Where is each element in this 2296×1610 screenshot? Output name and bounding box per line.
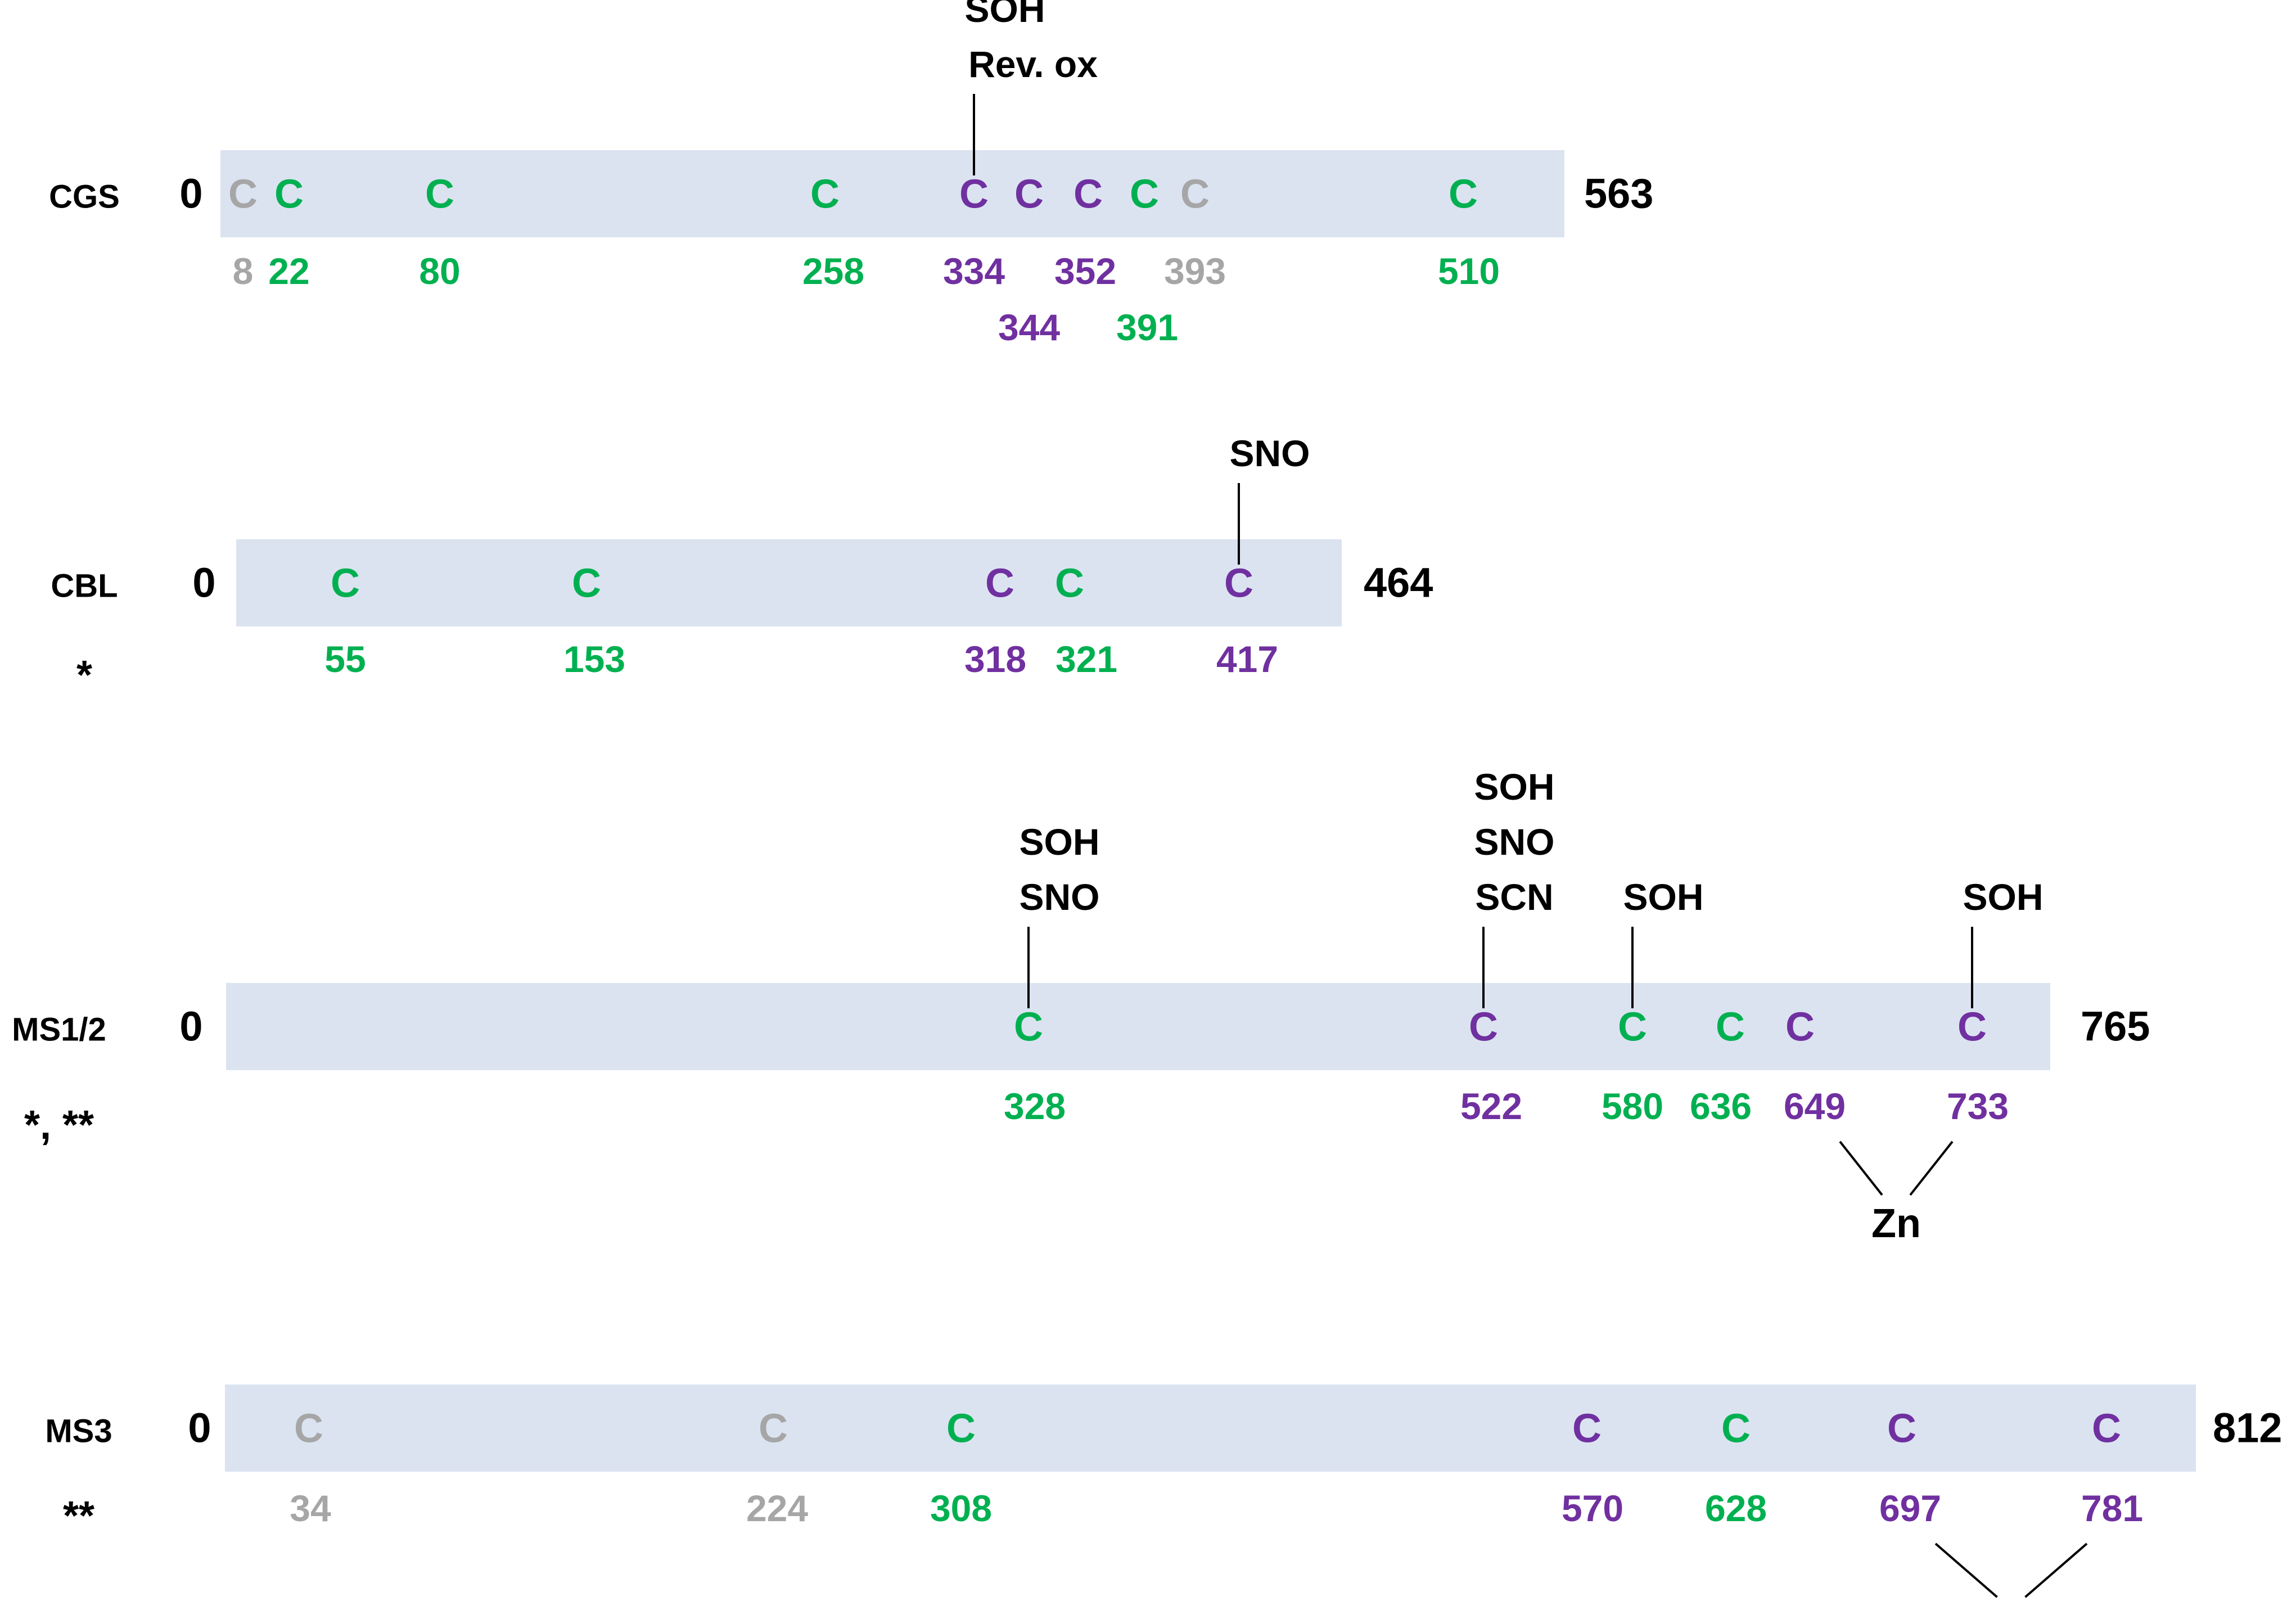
bar-start-label: 0	[192, 560, 215, 606]
cysteine-marker: C	[1014, 1005, 1043, 1050]
cysteine-position-label: 55	[324, 638, 366, 680]
protein-ms3-group: MS3 ** 0 812 C 34 C 224 C 308 C 570 C 628 C 697 C 781Zn	[45, 1384, 2282, 1610]
cysteine-marker: C	[946, 1406, 976, 1451]
cysteine-marker: C	[810, 172, 840, 217]
cysteine-marker: C	[1449, 172, 1478, 217]
protein-footnote-marker: **	[63, 1494, 94, 1539]
cysteine-marker: C	[1224, 561, 1253, 606]
cysteine-marker: C	[1073, 172, 1103, 217]
cysteine-marker: C	[1055, 561, 1084, 606]
cysteine-position-label: 580	[1602, 1085, 1663, 1127]
cysteine-position-label: 318	[964, 638, 1026, 680]
protein-footnote-marker: *	[76, 653, 92, 698]
cysteine-position-label: 344	[998, 306, 1060, 348]
cysteine-position-label: 328	[1004, 1085, 1066, 1127]
protein-name: MS1/2	[12, 1012, 106, 1048]
cysteine-position-label: 34	[290, 1487, 331, 1529]
cysteine-position-label: 22	[268, 250, 309, 292]
protein-cbl-group: CBL * 0 464 C 55 C 153 C 318 C 321 C 417 SNO	[51, 432, 1433, 698]
cysteine-marker: C	[959, 172, 989, 217]
cysteine-position-label: 636	[1690, 1085, 1752, 1127]
cysteine-marker: C	[759, 1406, 788, 1451]
cysteine-position-label: 649	[1784, 1085, 1846, 1127]
cysteine-position-label: 80	[419, 250, 460, 292]
cysteine-position-label: 334	[943, 250, 1005, 292]
cysteine-marker: C	[294, 1406, 323, 1451]
cysteine-marker: C	[1785, 1005, 1815, 1050]
cysteine-marker: C	[1130, 172, 1159, 217]
modification-label: SOH	[964, 0, 1045, 30]
bar-start-label: 0	[179, 1003, 202, 1050]
cysteine-position-label: 308	[930, 1487, 992, 1529]
zinc-bond-line	[1839, 1140, 1883, 1196]
protein-bar	[236, 539, 1342, 626]
cysteine-position-label: 781	[2081, 1487, 2143, 1529]
cysteine-position-label: 153	[563, 638, 625, 680]
cysteine-marker: C	[1887, 1406, 1916, 1451]
modification-label: Rev. ox	[968, 43, 1098, 85]
zinc-label: Zn	[1871, 1201, 1921, 1246]
cysteine-marker: C	[228, 172, 258, 217]
modification-label: SOH	[1623, 876, 1703, 918]
cysteine-position-label: 8	[233, 250, 254, 292]
bar-start-label: 0	[188, 1405, 211, 1451]
cysteine-position-label: 391	[1116, 306, 1178, 348]
cysteine-position-label: 258	[802, 250, 864, 292]
cysteine-marker: C	[1180, 172, 1210, 217]
cysteine-position-label: 510	[1438, 250, 1500, 292]
cysteine-marker: C	[1014, 172, 1044, 217]
protein-bar	[225, 1384, 2196, 1472]
protein-bar	[226, 983, 2050, 1070]
cysteine-marker: C	[1572, 1406, 1602, 1451]
modification-label: SNO	[1229, 432, 1310, 474]
bar-start-label: 0	[179, 170, 202, 217]
cysteine-marker: C	[2092, 1406, 2121, 1451]
cysteine-position-label: 393	[1164, 250, 1226, 292]
protein-name: CGS	[49, 179, 120, 215]
zinc-bond-line	[1934, 1543, 1998, 1598]
protein-ms1-2-group: MS1/2 *, ** 0 765 C 328 SOH SNO C 522 SOH SNO SCN C 58…	[12, 766, 2150, 1246]
cysteine-marker: C	[331, 561, 360, 606]
cysteine-position-label: 697	[1879, 1487, 1941, 1529]
cysteine-marker: C	[1618, 1005, 1647, 1050]
zinc-bond-line	[1909, 1140, 1954, 1196]
modification-label: SOH	[1019, 821, 1099, 863]
modification-label: SNO	[1019, 876, 1099, 918]
cysteine-position-label: 352	[1054, 250, 1116, 292]
protein-footnote-marker: *, **	[24, 1103, 94, 1148]
zinc-label: Zn	[1987, 1603, 2036, 1610]
cysteine-position-label: 733	[1947, 1085, 2009, 1127]
protein-bar	[220, 150, 1564, 237]
bar-end-label: 812	[2213, 1405, 2282, 1451]
cysteine-marker: C	[1716, 1005, 1745, 1050]
bar-end-label: 765	[2081, 1003, 2150, 1050]
protein-name: CBL	[51, 568, 118, 605]
cysteine-marker: C	[425, 172, 454, 217]
cysteine-position-label: 628	[1705, 1487, 1767, 1529]
cysteine-marker: C	[1721, 1406, 1751, 1451]
cysteine-position-label: 224	[746, 1487, 808, 1529]
cysteine-position-label: 522	[1460, 1085, 1522, 1127]
cysteine-position-label: 417	[1216, 638, 1278, 680]
modification-label: SCN	[1475, 876, 1553, 918]
cysteine-marker: C	[985, 561, 1014, 606]
cysteine-position-label: 321	[1055, 638, 1117, 680]
cysteine-marker: C	[572, 561, 601, 606]
cysteine-marker: C	[1957, 1005, 1987, 1050]
cysteine-position-label: 570	[1562, 1487, 1623, 1529]
modification-label: SNO	[1474, 821, 1554, 863]
modification-label: SOH	[1474, 766, 1554, 808]
cysteine-marker: C	[274, 172, 304, 217]
protein-name: MS3	[45, 1413, 112, 1450]
modification-label: SOH	[1963, 876, 2043, 918]
cysteine-marker: C	[1469, 1005, 1498, 1050]
zinc-bond-line	[2024, 1543, 2088, 1598]
bar-end-label: 464	[1364, 560, 1433, 606]
bar-end-label: 563	[1584, 170, 1653, 217]
